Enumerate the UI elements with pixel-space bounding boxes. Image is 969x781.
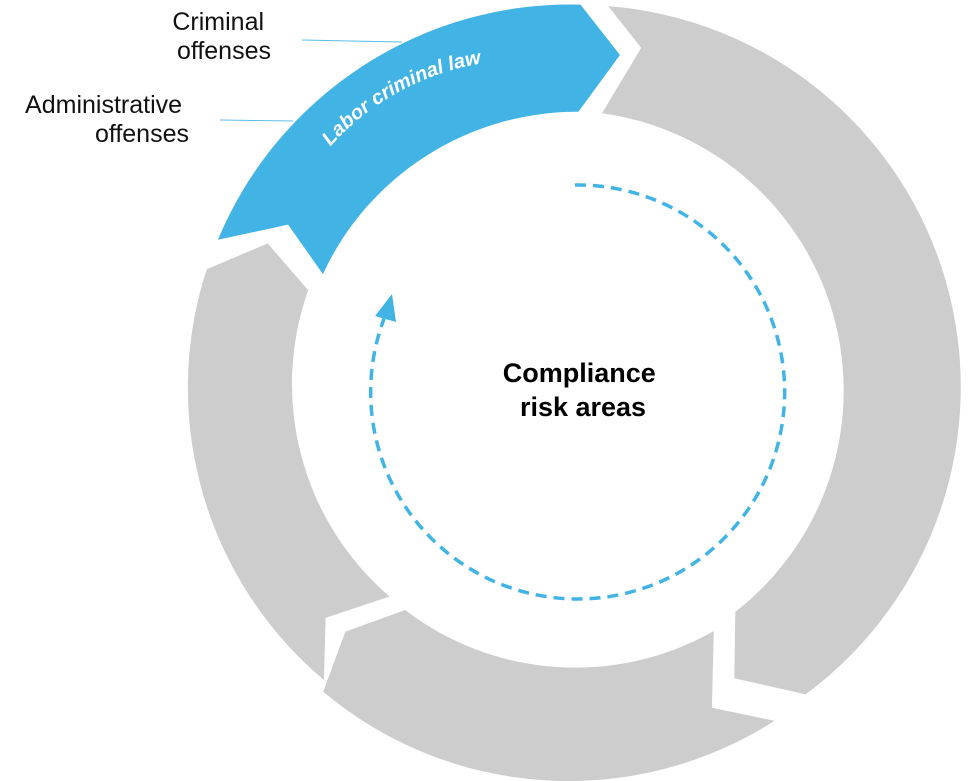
segment-right: [602, 6, 961, 695]
administrative-offenses-connector: [219, 119, 294, 122]
segment-left: [187, 243, 390, 680]
cycle-arrow-dashed: [368, 183, 787, 601]
segment-bottom: [323, 610, 775, 781]
cycle-arrow-head-icon: [375, 294, 396, 322]
criminal-offenses-label: Criminal offenses: [172, 8, 271, 65]
segment-labor-criminal-law[interactable]: [217, 4, 620, 275]
administrative-offenses-label: Administrative offenses: [25, 91, 189, 148]
center-label: Compliance risk areas: [503, 358, 664, 422]
criminal-offenses-connector: [301, 39, 403, 43]
